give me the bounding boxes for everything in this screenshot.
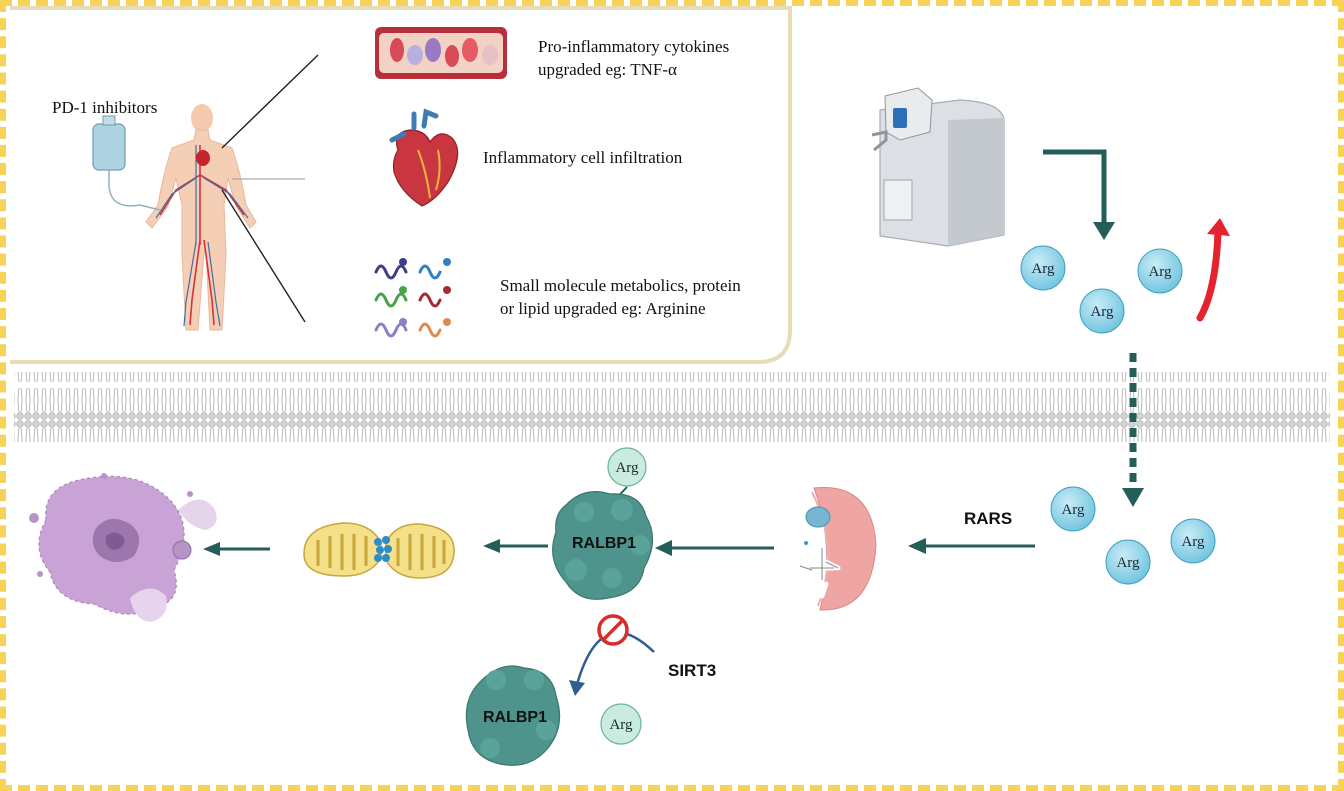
increase-arrow-icon — [1196, 218, 1230, 322]
arg-small-molecule: Arg — [607, 447, 647, 487]
inhibition-icon — [597, 614, 629, 646]
arg-molecule: Arg — [1079, 288, 1125, 334]
rars-arrow — [908, 538, 926, 554]
sirt3-label: SIRT3 — [668, 661, 716, 680]
apoptotic-cell-icon — [29, 473, 217, 622]
svg-text:Arg: Arg — [1148, 264, 1172, 280]
svg-text:Arg: Arg — [609, 717, 633, 733]
arg-molecule: Arg — [1020, 245, 1066, 291]
ribosome-icon — [797, 486, 877, 611]
ralbp1-free-label: RALBP1 — [483, 709, 547, 726]
cytokines-line2: upgraded eg: TNF-α — [538, 60, 677, 79]
transport-arrow-head — [1122, 488, 1144, 507]
arg-molecule: Arg — [1170, 518, 1216, 564]
ralbp1-protein-free — [465, 665, 561, 766]
analysis-arrow — [1043, 149, 1107, 228]
metabolics-line1: Small molecule metabolics, protein — [500, 276, 741, 295]
metabolite-molecules-icon — [374, 258, 451, 338]
cell-membrane — [14, 372, 1330, 442]
arg-molecule: Arg — [1137, 248, 1183, 294]
iv-drip-bag — [92, 115, 161, 211]
arg-molecule: Arg — [1105, 539, 1151, 585]
svg-text:Arg: Arg — [1031, 261, 1055, 277]
metabolics-line2: or lipid upgraded eg: Arginine — [500, 299, 706, 318]
arg-molecule: Arg — [1050, 486, 1096, 532]
heart-icon — [389, 108, 459, 207]
svg-text:Arg: Arg — [1061, 502, 1085, 518]
pd1-label: PD-1 inhibitors — [52, 98, 157, 117]
arg-small-molecule-free: Arg — [600, 703, 642, 745]
translation-arrow — [655, 540, 672, 556]
deacetylation-arrow-head — [569, 680, 585, 696]
zoom-line-top — [221, 54, 319, 149]
signal-arrow — [483, 539, 500, 553]
ralbp1-protein — [552, 491, 654, 600]
mitochondria-icon — [303, 522, 455, 579]
analysis-arrow-head — [1093, 222, 1115, 240]
zoom-line-bottom — [221, 189, 306, 323]
info-panel — [10, 6, 792, 364]
cytokines-line1: Pro-inflammatory cytokines — [538, 37, 729, 56]
blood-vessel-icon — [375, 27, 507, 79]
infiltration-label: Inflammatory cell infiltration — [483, 148, 683, 167]
human-body-figure — [145, 104, 257, 331]
ralbp1-label: RALBP1 — [572, 535, 636, 552]
svg-text:Arg: Arg — [1090, 304, 1114, 320]
mass-spectrometer-icon — [871, 87, 1005, 247]
svg-text:Arg: Arg — [1116, 555, 1140, 571]
svg-text:Arg: Arg — [615, 460, 639, 476]
apoptosis-arrow — [203, 542, 220, 556]
svg-text:Arg: Arg — [1181, 534, 1205, 550]
rars-label: RARS — [964, 509, 1012, 528]
